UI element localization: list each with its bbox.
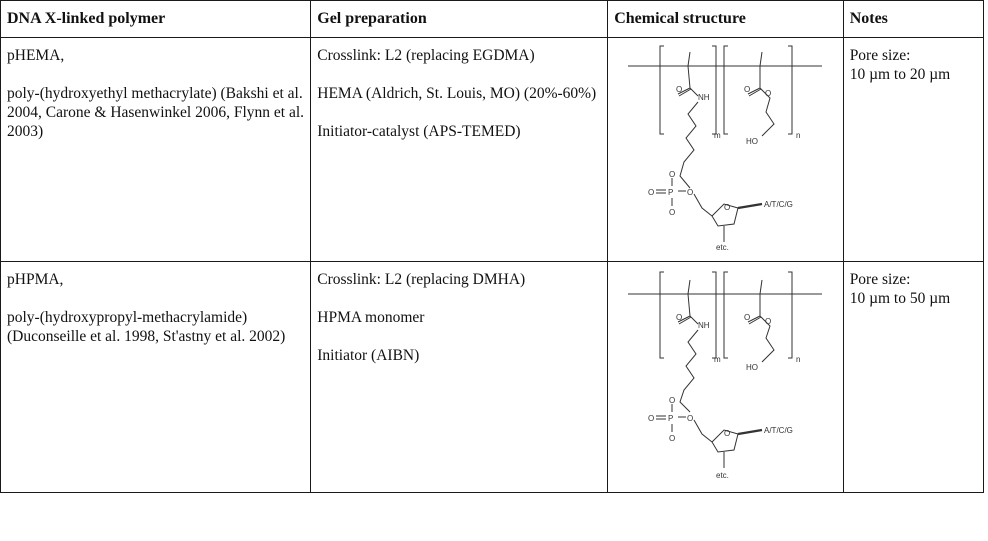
oxygen-label: O — [687, 188, 693, 197]
oxygen-label: O — [669, 396, 675, 405]
polymer-abbrev: pHPMA, — [7, 271, 64, 288]
oxygen-label: O — [648, 188, 654, 197]
ring-oxygen-label: O — [724, 429, 730, 438]
table-row: pHEMA, poly-(hydroxyethyl methacrylate) … — [0, 37, 985, 262]
polymer-name: poly-(hydroxyethyl methacrylate) (Bakshi… — [7, 85, 305, 140]
prep-initiator: Initiator (AIBN) — [317, 347, 420, 364]
oxygen-label: O — [648, 414, 654, 423]
nh-label: NH — [698, 321, 710, 330]
oxygen-label: O — [669, 434, 675, 443]
gel-preparation-cell: Crosslink: L2 (replacing EGDMA) HEMA (Al… — [310, 37, 609, 262]
base-label: A/T/C/G — [764, 426, 793, 435]
notes-value: 10 µm to 50 µm — [849, 290, 951, 307]
chemical-structure-diagram: O NH O O HO m n O P O O O O A/T/C/G etc. — [628, 45, 823, 252]
oxygen-label: O — [676, 313, 682, 322]
prep-monomer: HEMA (Aldrich, St. Louis, MO) (20%-60%) — [317, 85, 597, 102]
header-polymer: DNA X-linked polymer — [0, 0, 312, 38]
hydroxyl-label: HO — [746, 137, 758, 146]
prep-crosslink: Crosslink: L2 (replacing EGDMA) — [317, 47, 535, 64]
chemical-structure-cell: O NH O O HO m n O P O O O O A/T/C/G etc. — [607, 37, 844, 262]
notes-cell: Pore size: 10 µm to 20 µm — [842, 37, 985, 262]
phosphorus-label: P — [668, 188, 673, 197]
oxygen-label: O — [687, 414, 693, 423]
prep-crosslink: Crosslink: L2 (replacing DMHA) — [317, 271, 526, 288]
oxygen-label: O — [744, 85, 750, 94]
subscript-n: n — [796, 355, 800, 364]
oxygen-label: O — [669, 170, 675, 179]
notes-value: 10 µm to 20 µm — [849, 66, 951, 83]
etc-label: etc. — [716, 471, 729, 480]
base-label: A/T/C/G — [764, 200, 793, 209]
gel-preparation-cell: Crosslink: L2 (replacing DMHA) HPMA mono… — [310, 261, 609, 493]
nh-label: NH — [698, 93, 710, 102]
subscript-n: n — [796, 131, 800, 140]
header-row: DNA X-linked polymer Gel preparation Che… — [0, 0, 985, 38]
header-gel-preparation: Gel preparation — [310, 0, 609, 38]
table-row: pHPMA, poly-(hydroxypropyl-methacrylamid… — [0, 261, 985, 493]
chemical-structure-diagram: O NH O O HO m n O P O O O O A/T/C/G etc. — [628, 271, 823, 480]
prep-initiator: Initiator-catalyst (APS-TEMED) — [317, 123, 521, 140]
polymer-cell: pHPMA, poly-(hydroxypropyl-methacrylamid… — [0, 261, 312, 493]
polymer-name: poly-(hydroxypropyl-methacrylamide) (Duc… — [7, 309, 286, 345]
phosphorus-label: P — [668, 414, 673, 423]
notes-label: Pore size: — [849, 271, 911, 288]
header-chemical-structure: Chemical structure — [607, 0, 844, 38]
polymer-abbrev: pHEMA, — [7, 47, 65, 64]
notes-label: Pore size: — [849, 47, 911, 64]
subscript-m: m — [714, 131, 721, 140]
oxygen-label: O — [676, 85, 682, 94]
oxygen-label: O — [765, 89, 771, 98]
chemical-structure-cell: O NH O O HO m n O P O O O O A/T/C/G etc. — [607, 261, 844, 493]
oxygen-label: O — [669, 208, 675, 217]
subscript-m: m — [714, 355, 721, 364]
oxygen-label: O — [744, 313, 750, 322]
polymer-table: DNA X-linked polymer Gel preparation Che… — [0, 0, 985, 493]
oxygen-label: O — [765, 317, 771, 326]
ring-oxygen-label: O — [724, 203, 730, 212]
polymer-cell: pHEMA, poly-(hydroxyethyl methacrylate) … — [0, 37, 312, 262]
notes-cell: Pore size: 10 µm to 50 µm — [842, 261, 985, 493]
header-notes: Notes — [842, 0, 985, 38]
prep-monomer: HPMA monomer — [317, 309, 425, 326]
etc-label: etc. — [716, 243, 729, 252]
hydroxyl-label: HO — [746, 363, 758, 372]
